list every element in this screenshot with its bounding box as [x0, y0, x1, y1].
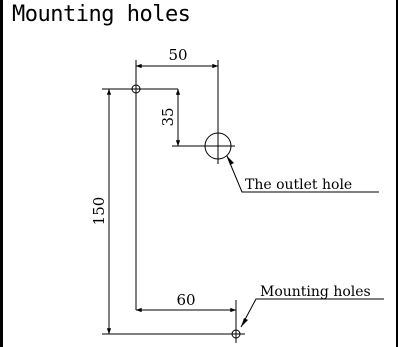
dim-text-35: 35 — [159, 107, 177, 126]
frame-right-border — [396, 0, 398, 347]
dim-text-150: 150 — [90, 197, 108, 226]
mounting-holes-label: Mounting holes — [260, 284, 371, 300]
outlet-hole-label: The outlet hole — [245, 177, 352, 193]
extension-lines — [102, 60, 237, 335]
outlet-hole — [201, 128, 235, 164]
frame-left-border — [0, 0, 3, 347]
outlet-hole-leader — [226, 155, 379, 193]
mounting-holes-leader — [240, 298, 384, 328]
bottom-mounting-hole — [227, 325, 245, 343]
top-mounting-hole — [127, 80, 145, 98]
dim-text-60: 60 — [176, 291, 195, 309]
dim-text-50: 50 — [168, 46, 187, 64]
diagram-title: Mounting holes — [12, 2, 191, 27]
